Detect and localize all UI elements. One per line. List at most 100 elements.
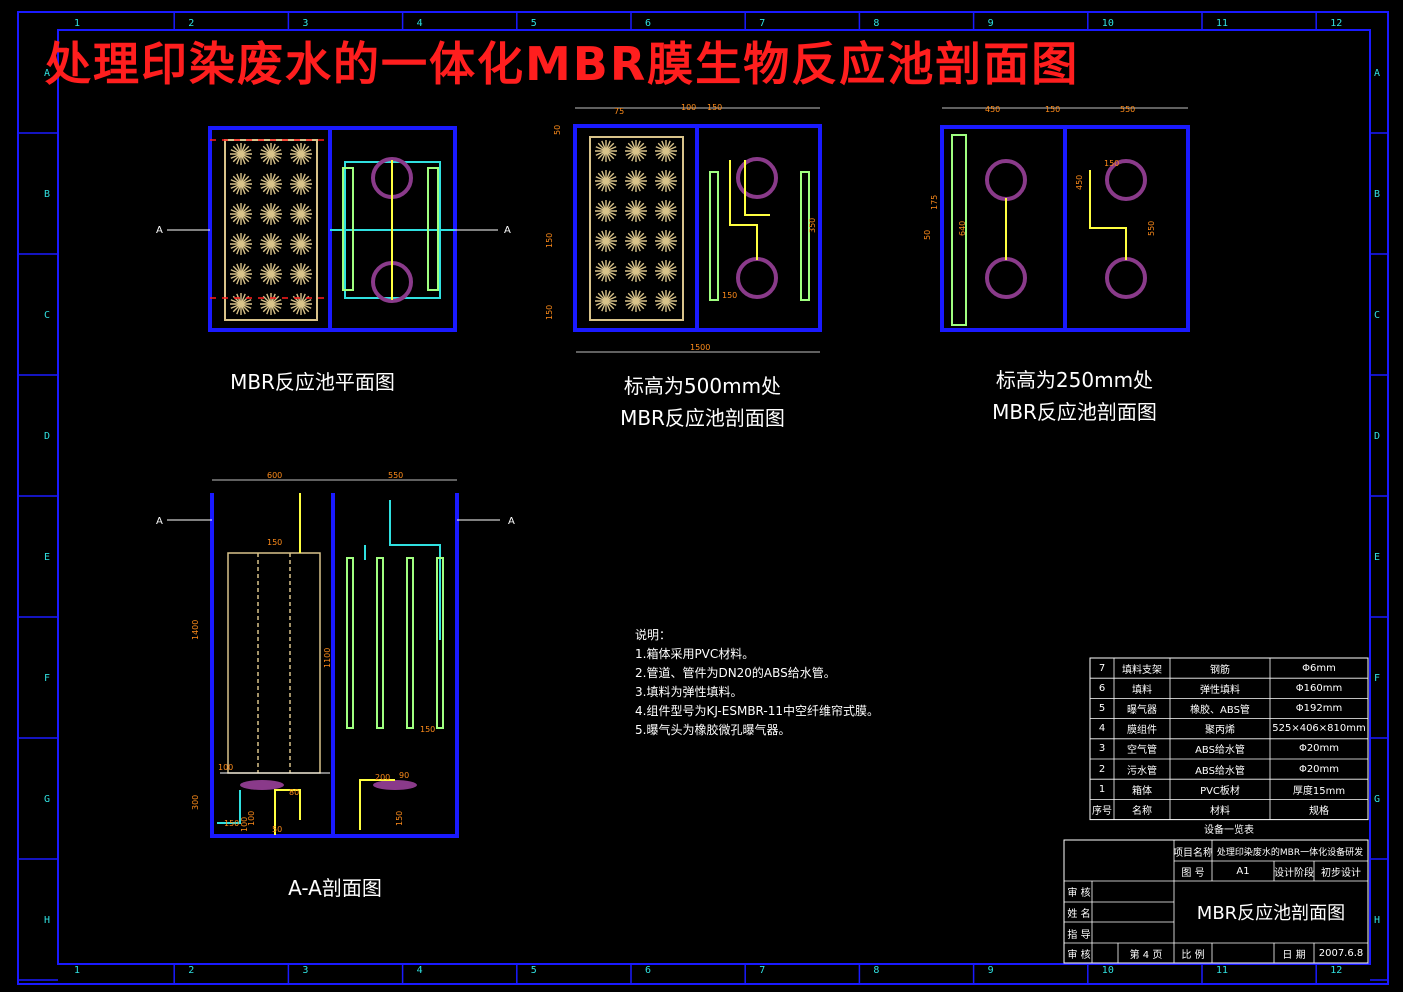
dimension-label: 100 xyxy=(218,763,233,772)
role-label: 审 核 xyxy=(1067,887,1091,899)
dimension-label: 150 xyxy=(395,811,404,826)
grid-column-label: 3 xyxy=(302,965,309,976)
dimension-label: 90 xyxy=(399,771,409,780)
table-cell: 聚丙烯 xyxy=(1205,725,1235,737)
dimension-label: 150 xyxy=(267,538,282,547)
role-label: 指 导 xyxy=(1067,929,1091,941)
dimension-label: 640 xyxy=(958,221,967,236)
dimension-label: 50 xyxy=(923,230,932,240)
grid-row-label: B xyxy=(1374,189,1381,200)
role-label: 审 核 xyxy=(1067,949,1091,961)
grid-row-label: B xyxy=(44,189,51,200)
grid-column-label: 11 xyxy=(1216,18,1229,29)
note-line: 5.曝气头为橡胶微孔曝气器。 xyxy=(635,723,791,737)
grid-column-label: 4 xyxy=(416,18,423,29)
packing-element xyxy=(655,170,677,192)
table-cell: 橡胶、ABS管 xyxy=(1190,704,1250,716)
sec250-caption-line2: MBR反应池剖面图 xyxy=(992,400,1157,424)
dimension-label: 550 xyxy=(388,471,403,480)
grid-row-label: D xyxy=(44,431,51,442)
grid-column-label: 10 xyxy=(1101,18,1114,29)
grid-row-label: E xyxy=(1374,552,1381,563)
packing-element xyxy=(260,233,282,255)
drawing-no: A1 xyxy=(1236,865,1250,877)
grid-column-label: 3 xyxy=(302,18,309,29)
packing-element xyxy=(290,233,312,255)
design-notes: 说明： 1.箱体采用PVC材料。 2.管道、管件为DN20的ABS给水管。 3.… xyxy=(635,626,879,740)
grid-row-label: E xyxy=(44,552,51,563)
dimension-label: 1100 xyxy=(323,648,332,668)
grid-ticks xyxy=(18,12,1388,984)
packing-element xyxy=(655,200,677,222)
grid-column-label: 2 xyxy=(188,965,195,976)
dimension-label: 150 xyxy=(224,819,239,828)
grid-column-label: 8 xyxy=(873,18,880,29)
packing-element xyxy=(290,143,312,165)
section-aa-view xyxy=(167,479,500,838)
dimension-label: 150 xyxy=(707,103,722,112)
dimension-label: 450 xyxy=(985,105,1000,114)
grid-column-label: 9 xyxy=(987,965,994,976)
packing-element xyxy=(290,293,312,315)
dimension-label: 50 xyxy=(553,125,562,135)
table-cell: Φ6mm xyxy=(1302,662,1336,674)
packing-element xyxy=(625,230,647,252)
sec250-caption: 标高为250mm处 MBR反应池剖面图 xyxy=(962,364,1187,428)
packing-element xyxy=(625,170,647,192)
project-label: 项目名称 xyxy=(1174,847,1212,859)
note-line: 4.组件型号为KJ-ESMBR-11中空纤维帘式膜。 xyxy=(635,704,879,718)
grid-column-label: 8 xyxy=(873,965,880,976)
table-header: 规格 xyxy=(1309,805,1329,817)
packing-element xyxy=(595,170,617,192)
dimension-label: 80 xyxy=(289,788,299,797)
table-cell: 7 xyxy=(1098,662,1106,674)
packing-element xyxy=(625,140,647,162)
packing-element xyxy=(655,260,677,282)
section-250-view xyxy=(940,107,1190,332)
grid-row-label: C xyxy=(1374,310,1381,321)
table-caption: 设备一览表 xyxy=(1204,825,1254,837)
section-500-view xyxy=(573,107,822,353)
sec250-caption-line1: 标高为250mm处 xyxy=(995,368,1154,392)
packing-element xyxy=(595,230,617,252)
dimension-label: 150 xyxy=(545,305,554,320)
note-line: 1.箱体采用PVC材料。 xyxy=(635,647,755,661)
table-cell: ABS给水管 xyxy=(1195,745,1245,757)
grid-column-label: 2 xyxy=(188,18,195,29)
packing-element xyxy=(260,173,282,195)
table-cell: 空气管 xyxy=(1127,745,1157,757)
table-cell: 污水管 xyxy=(1127,765,1157,777)
table-cell: 填料 xyxy=(1132,684,1152,696)
table-cell: 弹性填料 xyxy=(1200,684,1240,696)
packing-element xyxy=(230,263,252,285)
aa-caption: A-A剖面图 xyxy=(288,876,382,900)
drawing-title: 处理印染废水的一体化MBR膜生物反应池剖面图 xyxy=(45,37,1080,91)
date: 2007.6.8 xyxy=(1318,947,1364,959)
dimension-label: 300 xyxy=(191,795,200,810)
grid-column-label: 12 xyxy=(1330,965,1343,976)
sheet-number: 第 4 页 xyxy=(1129,949,1163,961)
table-header: 材料 xyxy=(1210,805,1230,817)
plan-caption: MBR反应池平面图 xyxy=(230,370,395,394)
grid-column-label: 5 xyxy=(530,18,537,29)
packing-element xyxy=(625,290,647,312)
sec500-caption-line1: 标高为500mm处 xyxy=(623,374,782,398)
packing-element xyxy=(655,230,677,252)
equipment-table-grid xyxy=(1089,657,1369,821)
table-cell: 2 xyxy=(1098,763,1106,775)
grid-column-label: 6 xyxy=(645,18,652,29)
packing-element xyxy=(230,143,252,165)
grid-column-label: 6 xyxy=(645,965,652,976)
grid-column-label: 5 xyxy=(530,965,537,976)
stage-label: 设计阶段 xyxy=(1274,867,1314,879)
grid-column-label: 10 xyxy=(1101,965,1114,976)
packing-element xyxy=(230,203,252,225)
table-cell: 膜组件 xyxy=(1127,725,1157,737)
packing-element xyxy=(230,173,252,195)
packing-element xyxy=(290,173,312,195)
table-cell: 钢筋 xyxy=(1210,664,1230,676)
dimension-label: 100 xyxy=(240,817,249,832)
packing-element xyxy=(595,200,617,222)
